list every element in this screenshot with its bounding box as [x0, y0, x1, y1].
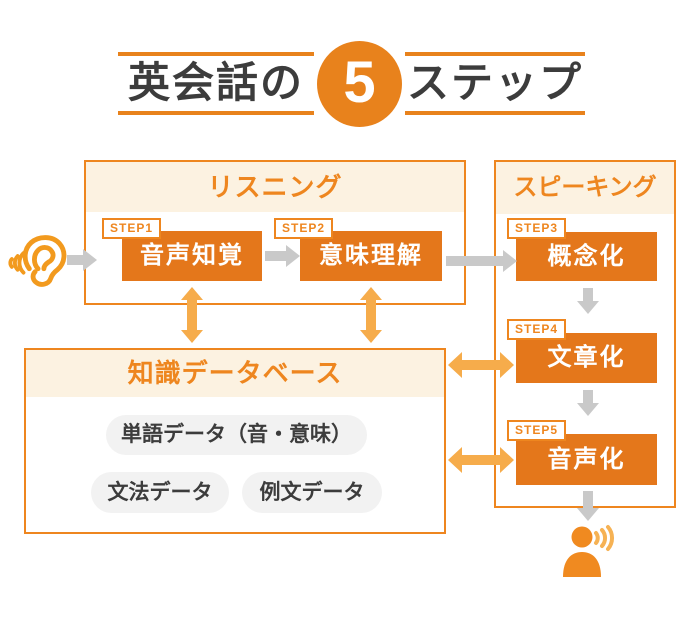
step4-box: 文章化: [516, 333, 657, 383]
step3-box: 概念化: [516, 232, 657, 281]
step2-label: STEP2: [274, 218, 334, 239]
step1-label: STEP1: [102, 218, 162, 239]
step1-box: 音声知覚: [122, 231, 262, 281]
step4-label: STEP4: [507, 319, 567, 340]
arrow-step1-to-step2: [265, 245, 300, 267]
arrow-step5-to-output: [577, 491, 599, 521]
arrow-step4-to-step5: [577, 390, 599, 416]
knowledge-database-title: 知識データベース: [26, 350, 444, 397]
db-item-example-data: 例文データ: [242, 472, 382, 513]
title-prefix-text: 英会話の: [127, 59, 304, 106]
title-suffix: ステップ: [405, 52, 585, 115]
step5-label: STEP5: [507, 420, 567, 441]
step3-label: STEP3: [507, 218, 567, 239]
step5-box: 音声化: [516, 434, 657, 485]
speaking-section-title: スピーキング: [496, 162, 674, 214]
ear-with-sound-waves-icon: [8, 235, 67, 287]
title-number-text: 5: [343, 50, 376, 115]
step2-box: 意味理解: [300, 231, 442, 281]
arrow-step2-to-step3: [446, 250, 517, 272]
listening-section-title: リスニング: [86, 162, 464, 212]
title-number-badge: 5: [317, 41, 402, 127]
db-item-grammar-data: 文法データ: [91, 472, 229, 513]
arrow-input-to-step1: [67, 249, 97, 271]
arrow-step1-database-bidirectional: [181, 287, 203, 343]
person-speaking-icon: [563, 525, 614, 577]
title-suffix-text: ステップ: [406, 59, 583, 106]
arrow-step2-database-bidirectional: [360, 287, 382, 343]
title-prefix: 英会話の: [118, 52, 314, 115]
arrow-step3-to-step4: [577, 288, 599, 314]
arrow-database-step4-bidirectional: [448, 352, 514, 378]
arrow-database-step5-bidirectional: [448, 447, 514, 473]
db-item-word-data: 単語データ（音・意味）: [106, 415, 367, 455]
